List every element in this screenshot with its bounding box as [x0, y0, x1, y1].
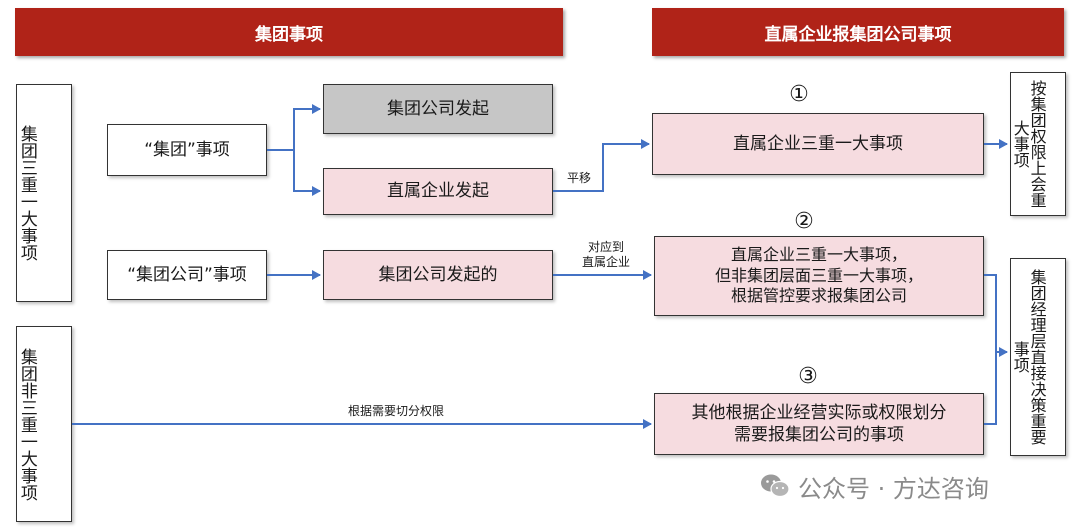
arrow-fork-to-direct-initiated — [293, 150, 321, 196]
decision-board-meeting-label: 按集团权限上会重大事项 — [1010, 80, 1047, 208]
box-group-company-initiated-2: 集团公司发起的 — [323, 250, 553, 300]
source-group-company-matter: “集团公司”事项 — [107, 250, 267, 300]
box-group-company-initiated: 集团公司发起 — [323, 84, 553, 134]
arrow-fork-to-group-initiated — [293, 104, 321, 150]
wechat-icon — [760, 473, 790, 499]
watermark-text: 公众号 · 方达咨询 — [798, 474, 989, 503]
edge-label-shift: 平移 — [566, 171, 591, 185]
decision-management-layer: 集团经理层直接决策重要事项 — [1010, 258, 1066, 456]
edge-label-map-to-direct: 对应到 直属企业 — [581, 240, 630, 269]
matter-direct-triple-major: 直属企业三重一大事项 — [652, 113, 984, 175]
category-group-triple-major: 集团三重一大事项 — [16, 84, 72, 302]
circle-number-2: ② — [794, 208, 814, 234]
decision-management-layer-label: 集团经理层直接决策重要事项 — [1010, 269, 1047, 445]
decision-board-meeting: 按集团权限上会重大事项 — [1010, 72, 1066, 216]
header-group-matters: 集团事项 — [15, 8, 563, 56]
matter-direct-not-group-level: 直属企业三重一大事项， 但非集团层面三重一大事项， 根据管控要求报集团公司 — [654, 236, 984, 316]
edge-label-split-authority: 根据需要切分权限 — [347, 404, 444, 418]
arrow-matter-2-merge — [984, 274, 997, 425]
category-group-triple-major-label: 集团三重一大事项 — [16, 125, 37, 261]
header-direct-enterprise-matters: 直属企业报集团公司事项 — [652, 8, 1064, 56]
source-group-matter: “集团”事项 — [107, 124, 267, 176]
circle-number-1: ① — [789, 81, 809, 107]
category-group-non-triple-major: 集团非三重一大事项 — [16, 326, 72, 522]
box-direct-enterprise-initiated: 直属企业发起 — [323, 168, 553, 215]
arrow-shift-to-matter-1 — [553, 139, 650, 192]
circle-number-3: ③ — [798, 363, 818, 389]
matter-other-report: 其他根据企业经营实际或权限划分 需要报集团公司的事项 — [654, 393, 984, 455]
watermark: 公众号 · 方达咨询 — [760, 466, 1050, 506]
category-group-non-triple-major-label: 集团非三重一大事项 — [16, 347, 37, 501]
